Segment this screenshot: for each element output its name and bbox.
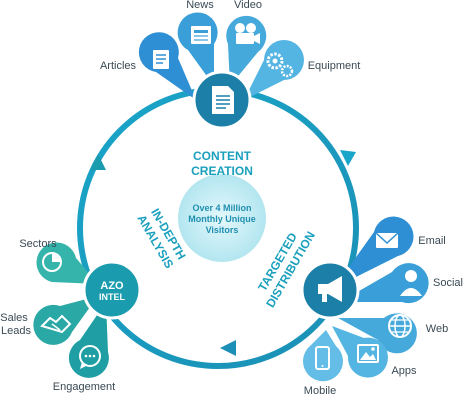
azo-logo-line2: INTEL	[99, 292, 126, 302]
globe-icon	[388, 314, 412, 338]
label-engagement: Engagement	[53, 381, 115, 393]
label-web: Web	[426, 323, 448, 335]
petal-mobile	[303, 330, 343, 382]
label-articles: Articles	[100, 60, 137, 72]
petal-articles	[138, 32, 196, 100]
envelope-icon	[375, 232, 399, 248]
center-line-2: Monthly Unique	[188, 214, 256, 224]
hub-title-content-line2: CREATION	[191, 164, 253, 178]
petal-engagement	[68, 302, 109, 378]
azo-logo-line1: AZO	[100, 280, 124, 292]
arrow-right-icon	[340, 150, 356, 166]
label-sectors: Sectors	[19, 238, 57, 250]
newspaper-icon	[191, 26, 211, 44]
center-line-3: Visitors	[206, 225, 239, 235]
hub-title-content-line1: CONTENT	[193, 149, 252, 163]
article-icon	[153, 50, 169, 69]
image-icon	[357, 344, 379, 363]
petal-video	[226, 15, 267, 86]
center-bubble	[178, 174, 266, 262]
speech-bubble-icon	[79, 345, 101, 369]
arrow-bottom-icon	[220, 340, 236, 356]
petal-email	[334, 216, 414, 288]
megaphone-icon	[318, 276, 342, 302]
petal-sales-leads	[33, 296, 98, 345]
label-news: News	[186, 0, 214, 11]
video-camera-icon	[235, 23, 260, 44]
center-line-1: Over 4 Million	[192, 203, 251, 213]
petal-apps	[332, 326, 388, 378]
petal-sectors	[36, 242, 98, 284]
label-email: Email	[418, 235, 446, 247]
hub-in-depth-analysis	[82, 260, 142, 320]
label-apps: Apps	[391, 365, 417, 377]
label-equipment: Equipment	[308, 60, 361, 72]
arrow-left-icon	[90, 154, 106, 170]
pie-chart-icon	[42, 252, 62, 272]
handshake-icon	[40, 314, 72, 334]
label-mobile: Mobile	[304, 385, 336, 397]
petal-news	[177, 12, 218, 87]
label-video: Video	[234, 0, 262, 11]
label-sales-leads-line1: Sales	[0, 312, 28, 324]
person-icon	[400, 270, 422, 296]
label-sales-leads-line2: Leads	[1, 325, 31, 337]
petal-social	[340, 263, 429, 304]
label-social: Social	[433, 277, 463, 289]
document-icon	[212, 86, 234, 114]
petal-equipment	[244, 40, 304, 100]
gears-icon	[266, 52, 294, 78]
smartphone-icon	[315, 346, 330, 370]
petal-web	[338, 313, 417, 354]
